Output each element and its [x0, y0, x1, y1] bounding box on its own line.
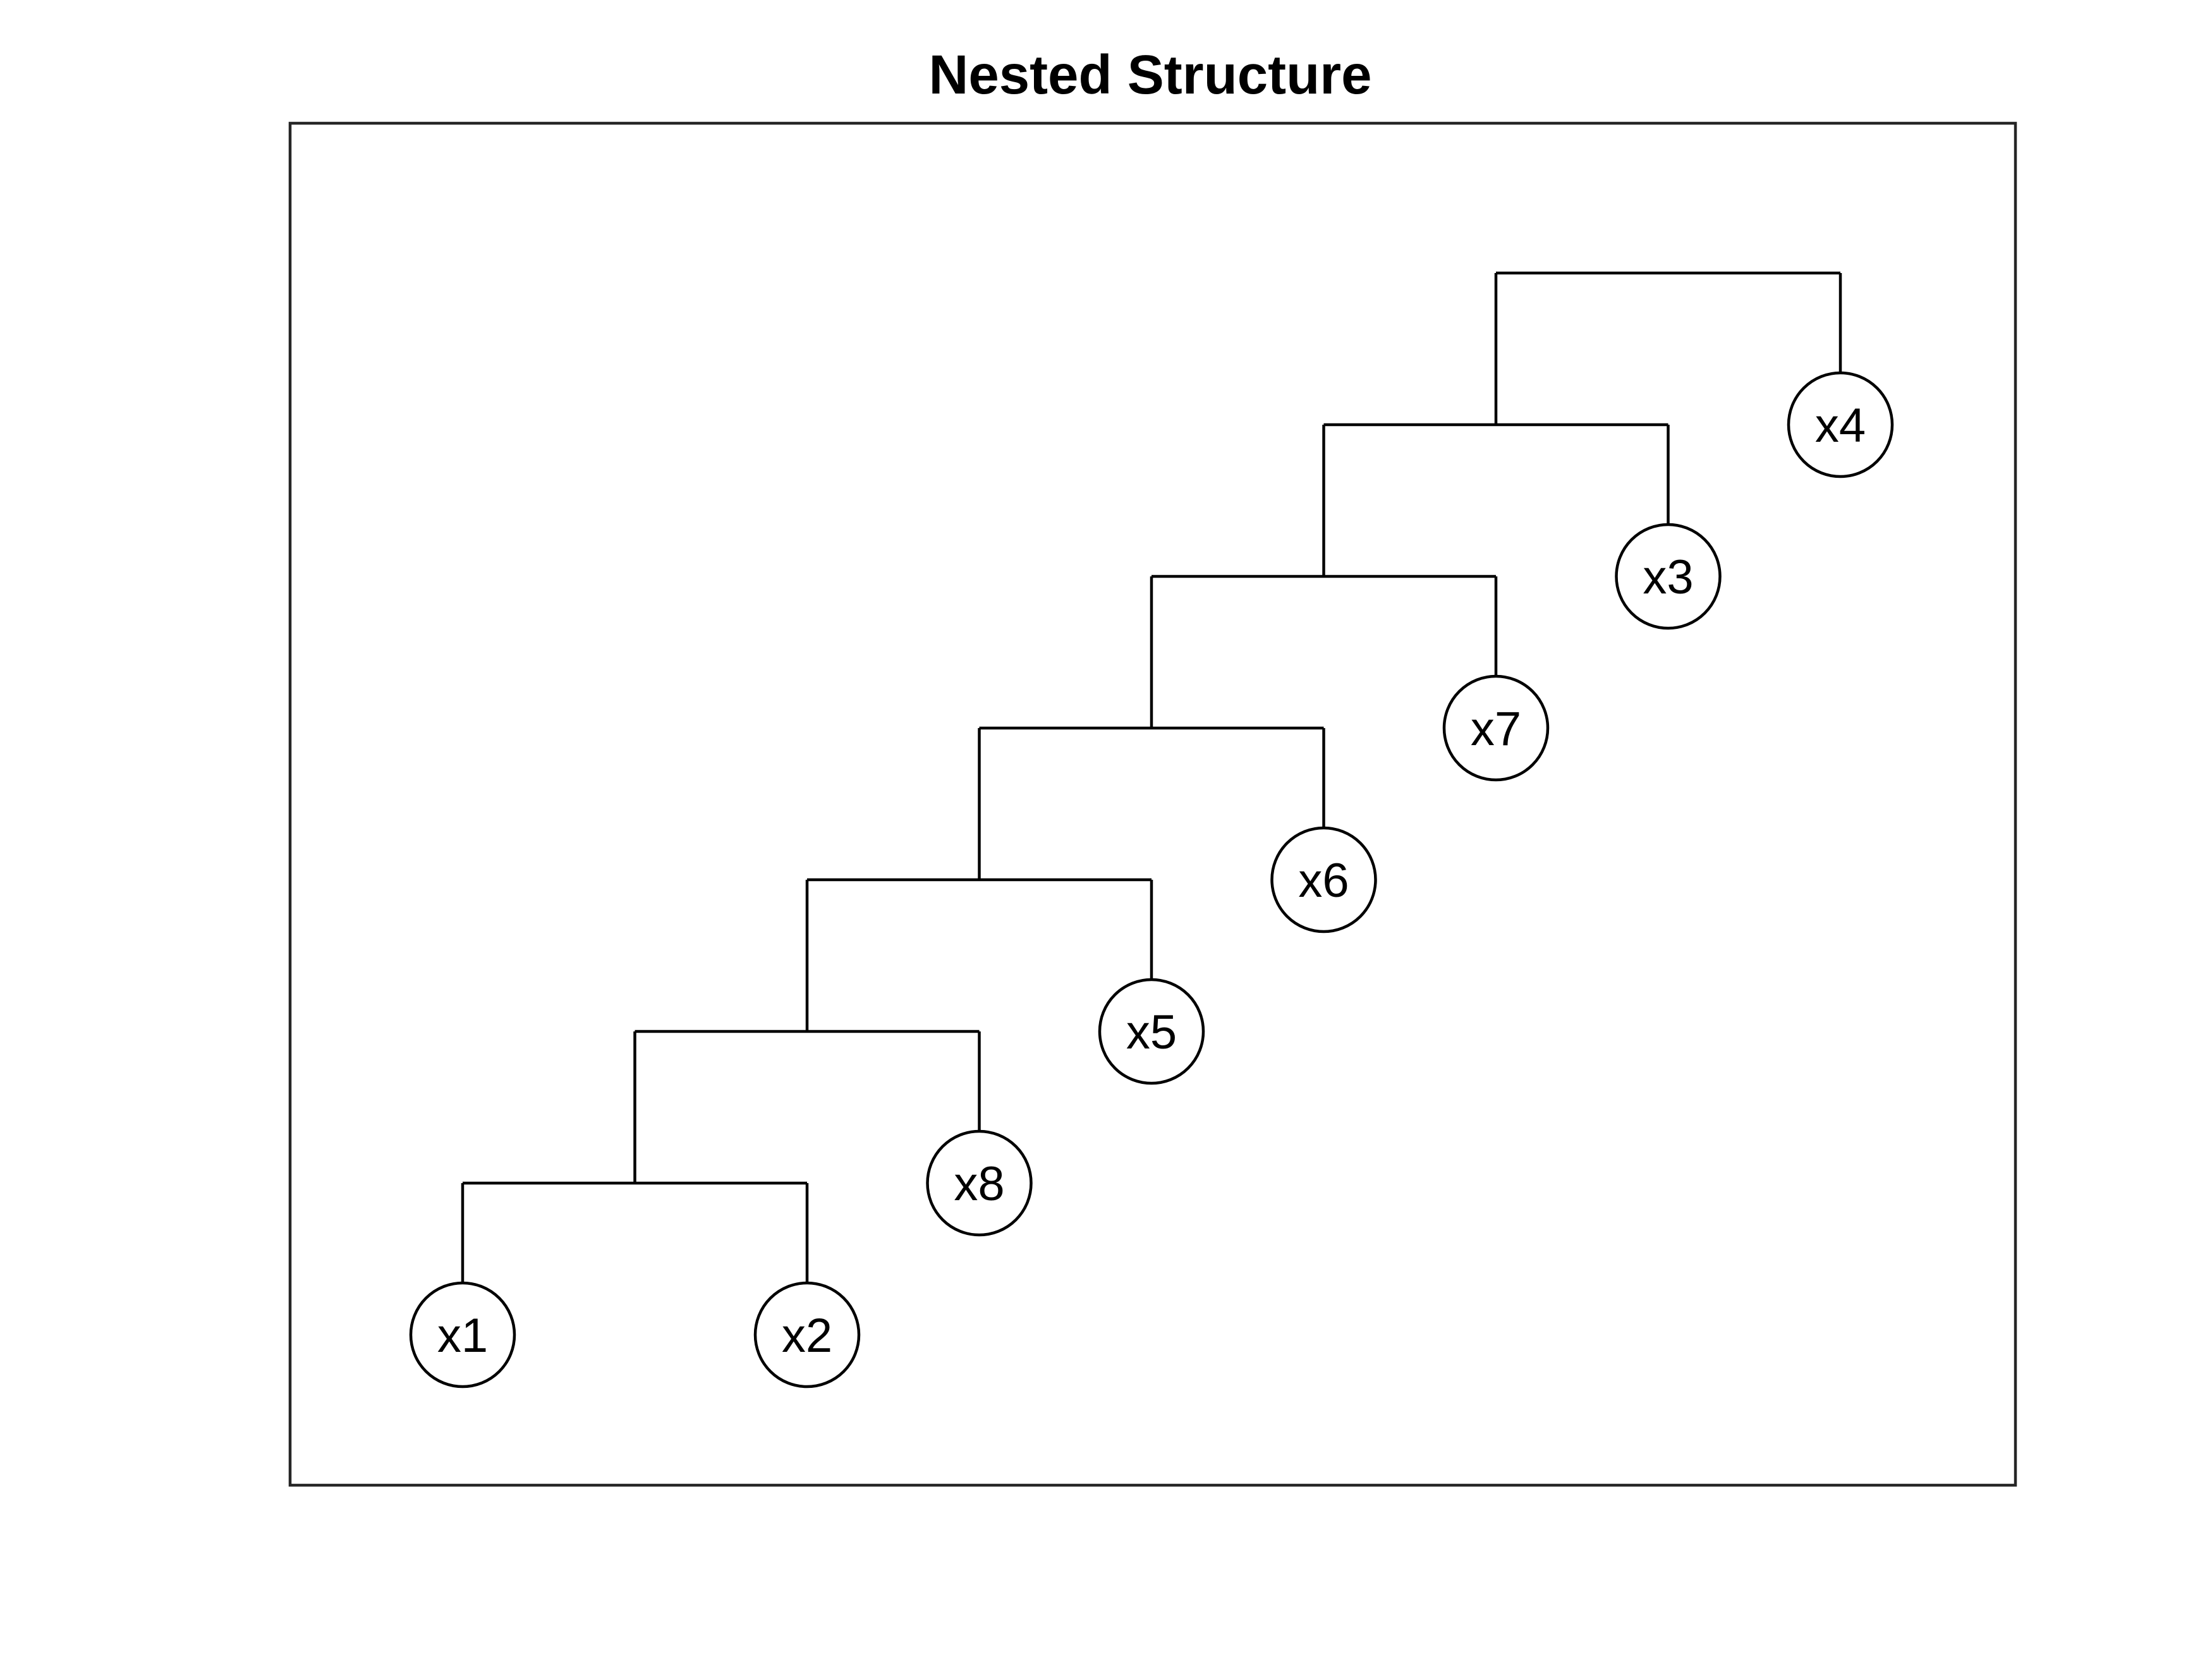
leaf-node-x7: [1442, 674, 1550, 782]
plot-frame: [288, 121, 2017, 1487]
leaf-node-x2: [753, 1281, 861, 1389]
leaf-label-x2: x2: [782, 1309, 832, 1363]
leaf-node-x5: [1098, 978, 1205, 1085]
leaf-label-x4: x4: [1815, 399, 1866, 453]
leaf-label-x7: x7: [1471, 702, 1521, 756]
tree-leaves: x1 x2 x8 x5 x6 x7 x3 x4: [409, 371, 1894, 1389]
leaf-label-x3: x3: [1643, 550, 1693, 604]
leaf-label-x5: x5: [1126, 1006, 1177, 1059]
leaf-node-x4: [1787, 371, 1894, 478]
leaf-node-x1: [409, 1281, 516, 1389]
leaf-node-x6: [1270, 826, 1377, 933]
leaf-label-x6: x6: [1298, 854, 1349, 908]
diagram-title: Nested Structure: [928, 44, 1371, 106]
tree-links: [461, 271, 1842, 1283]
leaf-node-x8: [926, 1129, 1033, 1237]
leaf-label-x8: x8: [954, 1157, 1004, 1211]
leaf-label-x1: x1: [437, 1309, 488, 1363]
leaf-node-x3: [1615, 523, 1722, 630]
